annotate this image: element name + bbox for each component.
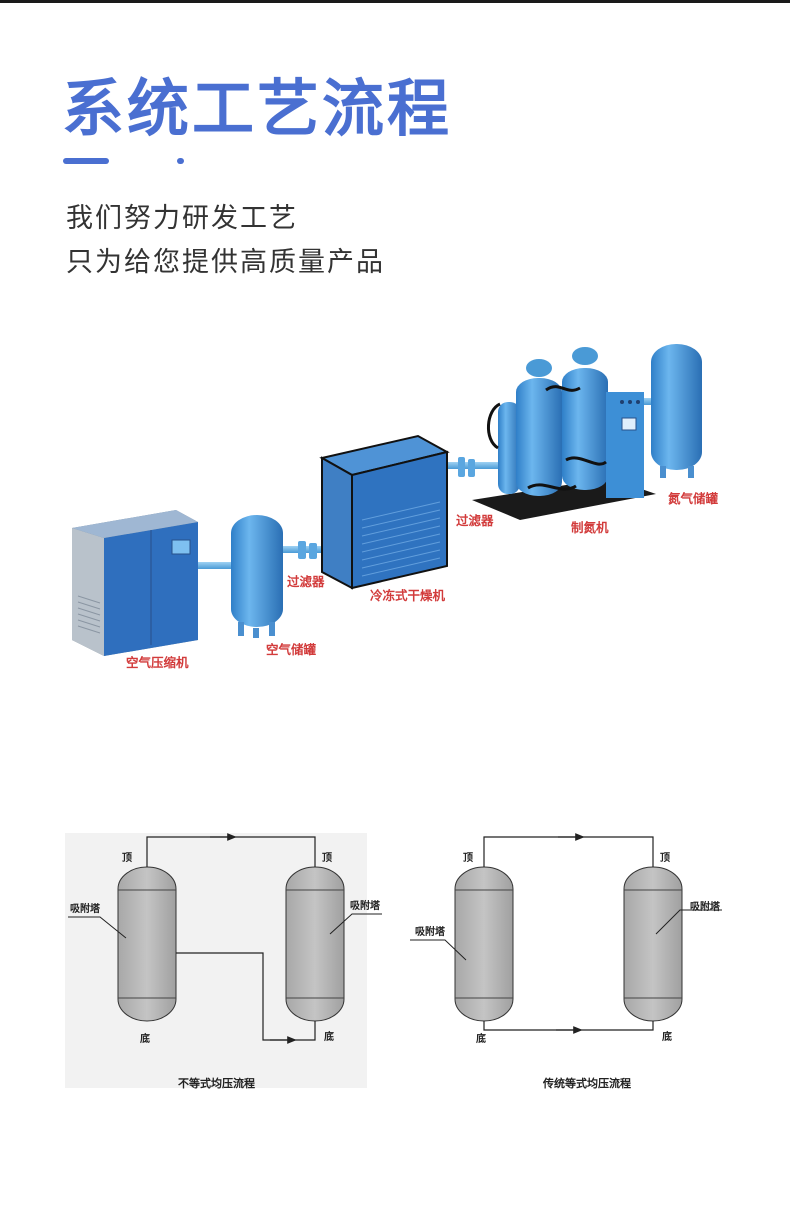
right-bottom-right-label: 底 (662, 1030, 672, 1043)
refrigerated-dryer (319, 434, 450, 590)
subtitle-line-1: 我们努力研发工艺 (66, 203, 298, 234)
filter-2 (458, 457, 475, 477)
right-top-left-label: 顶 (463, 852, 473, 864)
air-compressor (72, 510, 198, 656)
label-filter-2: 过滤器 (456, 513, 494, 528)
nitrogen-generator (472, 347, 656, 520)
label-air-tank: 空气储罐 (266, 642, 317, 657)
air-storage-tank (231, 515, 283, 638)
left-caption: 不等式均压流程 (178, 1076, 255, 1090)
right-diagram (410, 833, 722, 1034)
label-filter-1: 过滤器 (287, 574, 325, 589)
label-dryer: 冷冻式干燥机 (370, 588, 446, 603)
subtitle-line-2: 只为给您提供高质量产品 (66, 247, 385, 278)
page-title: 系统工艺流程 (62, 72, 453, 145)
label-nitrogen-tank: 氮气储罐 (668, 491, 719, 506)
pipe-dryer-to-generator (447, 462, 507, 469)
nitrogen-storage-tank (651, 344, 702, 478)
left-top-left-label: 顶 (122, 852, 132, 864)
right-top-right-label: 顶 (660, 852, 670, 864)
left-top-right-label: 顶 (322, 852, 332, 864)
pipe-compressor-to-tank (198, 562, 234, 569)
right-caption: 传统等式均压流程 (542, 1076, 631, 1090)
left-bottom-right-label: 底 (324, 1030, 334, 1043)
left-tower-left-label: 吸附塔 (70, 902, 101, 915)
right-tower-right-label: 吸附塔 (690, 900, 721, 913)
right-bottom-left-label: 底 (476, 1032, 486, 1045)
left-bottom-left-label: 底 (140, 1032, 150, 1045)
label-air-compressor: 空气压缩机 (126, 655, 189, 670)
top-border (0, 0, 790, 3)
left-tower-right-label: 吸附塔 (350, 899, 381, 912)
pipe-generator-to-n2-tank (640, 398, 654, 405)
right-tower-left-label: 吸附塔 (415, 925, 446, 938)
label-nitrogen-generator: 制氮机 (571, 520, 609, 535)
left-diagram (65, 833, 382, 1088)
filter-1 (298, 541, 317, 559)
